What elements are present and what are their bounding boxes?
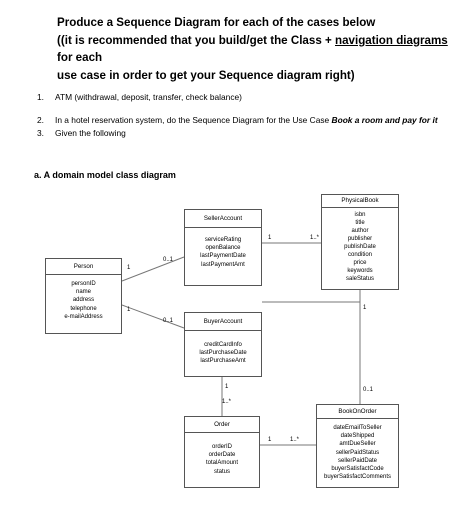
multiplicity-buyer-order: 1 (225, 384, 229, 390)
attribute: amtDueSeller (339, 441, 376, 448)
heading-link-text: navigation diagrams (335, 33, 448, 47)
class-book-on-order: BookOnOrder dateEmailToSeller dateShippe… (316, 404, 399, 488)
multiplicity-order-bookorder-left: 1 (268, 437, 272, 443)
list-number: 1. (37, 92, 44, 102)
list-emphasis: Book a room and pay for it (331, 115, 438, 125)
attribute: sellerPaidDate (337, 457, 378, 464)
heading-line-2: ((it is recommended that you build/get t… (57, 33, 448, 65)
attribute: keywords (347, 268, 373, 274)
assoc-person-buyer (121, 304, 185, 329)
heading-line-2-pre: (it is recommended that you build/get th… (60, 33, 335, 47)
attribute: publisher (347, 236, 373, 242)
class-seller-account: SellerAccount serviceRating openBalance … (184, 209, 262, 286)
list-number: 2. (37, 115, 44, 125)
class-attributes: isbn title author publisher publishDate … (322, 208, 398, 283)
attribute: buyerSatisfactCode (331, 466, 384, 473)
attribute: personID (71, 281, 96, 287)
attribute: lastPurchaseAmt (200, 358, 246, 365)
attribute: isbn (354, 212, 366, 218)
attribute: lastPaymentDate (200, 253, 246, 260)
heading-line-1: Produce a Sequence Diagram for each of t… (57, 16, 376, 29)
assignment-heading: Produce a Sequence Diagram for each of t… (57, 14, 462, 84)
list-text: In a hotel reservation system, do the Se… (55, 115, 332, 125)
list-item-3: 3. Given the following (37, 128, 126, 138)
list-text: Given the following (55, 128, 126, 138)
attribute: condition (347, 252, 373, 258)
class-name: BookOnOrder (317, 405, 398, 419)
attribute: openBalance (205, 245, 241, 252)
class-attributes: personID name address telephone e-mailAd… (46, 275, 121, 321)
attribute: dateEmailToSeller (333, 425, 382, 431)
class-name: PhysicalBook (322, 195, 398, 208)
class-name: Person (46, 259, 121, 275)
attribute: telephone (70, 305, 97, 312)
multiplicity-book-seller: 1..* (310, 235, 320, 241)
attribute: publishDate (344, 244, 376, 250)
class-attributes: creditCardInfo lastPurchaseDate lastPurc… (185, 331, 261, 366)
multiplicity-person-buyer: 1 (127, 307, 131, 313)
class-attributes: orderID orderDate totalAmount status (185, 433, 259, 476)
multiplicity-seller-book: 1 (268, 235, 272, 241)
attribute: e-mailAddress (64, 313, 103, 320)
multiplicity-order-buyer: 1..* (222, 399, 232, 405)
list-item-2: 2. In a hotel reservation system, do the … (37, 115, 438, 125)
section-title: a. A domain model class diagram (34, 170, 176, 180)
class-order: Order orderID orderDate totalAmount stat… (184, 416, 260, 488)
attribute: title (355, 220, 365, 226)
attribute: orderID (211, 444, 232, 450)
multiplicity-order-bookorder-right: 1..* (290, 437, 300, 443)
list-item-1: 1. ATM (withdrawal, deposit, transfer, ch… (37, 92, 242, 102)
list-text: ATM (withdrawal, deposit, transfer, chec… (55, 92, 242, 102)
assoc-seller-person (121, 256, 185, 282)
attribute: lastPurchaseDate (199, 350, 247, 357)
attribute: lastPaymentAmt (201, 261, 245, 268)
attribute: status (213, 468, 230, 475)
class-person: Person personID name address telephone e… (45, 258, 122, 334)
attribute: price (353, 260, 367, 266)
multiplicity-seller-person: 0..1 (163, 257, 174, 263)
attribute: name (75, 289, 91, 296)
heading-line-2-post: for each (57, 51, 103, 64)
attribute: address (72, 297, 95, 304)
class-physical-book: PhysicalBook isbn title author publisher… (321, 194, 399, 290)
attribute: serviceRating (204, 237, 242, 243)
attribute: dateShipped (340, 433, 375, 440)
class-name: SellerAccount (185, 210, 261, 228)
multiplicity-buyer-person: 0..1 (163, 318, 174, 324)
attribute: creditCardInfo (204, 342, 242, 348)
class-attributes: serviceRating openBalance lastPaymentDat… (185, 228, 261, 269)
attribute: author (351, 228, 369, 234)
attribute: totalAmount (205, 460, 239, 467)
multiplicity-book-bookorder-bottom: 0..1 (363, 387, 374, 393)
list-number: 3. (37, 128, 44, 138)
multiplicity-person-seller: 1 (127, 265, 131, 271)
attribute: orderDate (208, 452, 236, 459)
class-name: BuyerAccount (185, 313, 261, 331)
attribute: saleStatus (345, 276, 375, 282)
attribute: buyerSatisfactComments (323, 474, 392, 481)
multiplicity-book-bookorder-top: 1 (363, 305, 367, 311)
class-buyer-account: BuyerAccount creditCardInfo lastPurchase… (184, 312, 262, 377)
class-attributes: dateEmailToSeller dateShipped amtDueSell… (317, 419, 398, 481)
attribute: sellerPaidStatus (335, 449, 380, 456)
heading-line-3: use case in order to get your Sequence d… (57, 68, 355, 82)
class-name: Order (185, 417, 259, 433)
